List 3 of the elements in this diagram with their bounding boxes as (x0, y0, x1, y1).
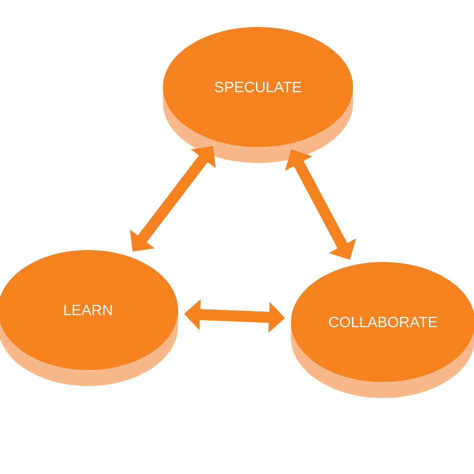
disk-node: LEARN (0, 250, 178, 386)
disk-node: COLLABORATE (291, 262, 474, 398)
disk-node: SPECULATE (163, 27, 353, 163)
